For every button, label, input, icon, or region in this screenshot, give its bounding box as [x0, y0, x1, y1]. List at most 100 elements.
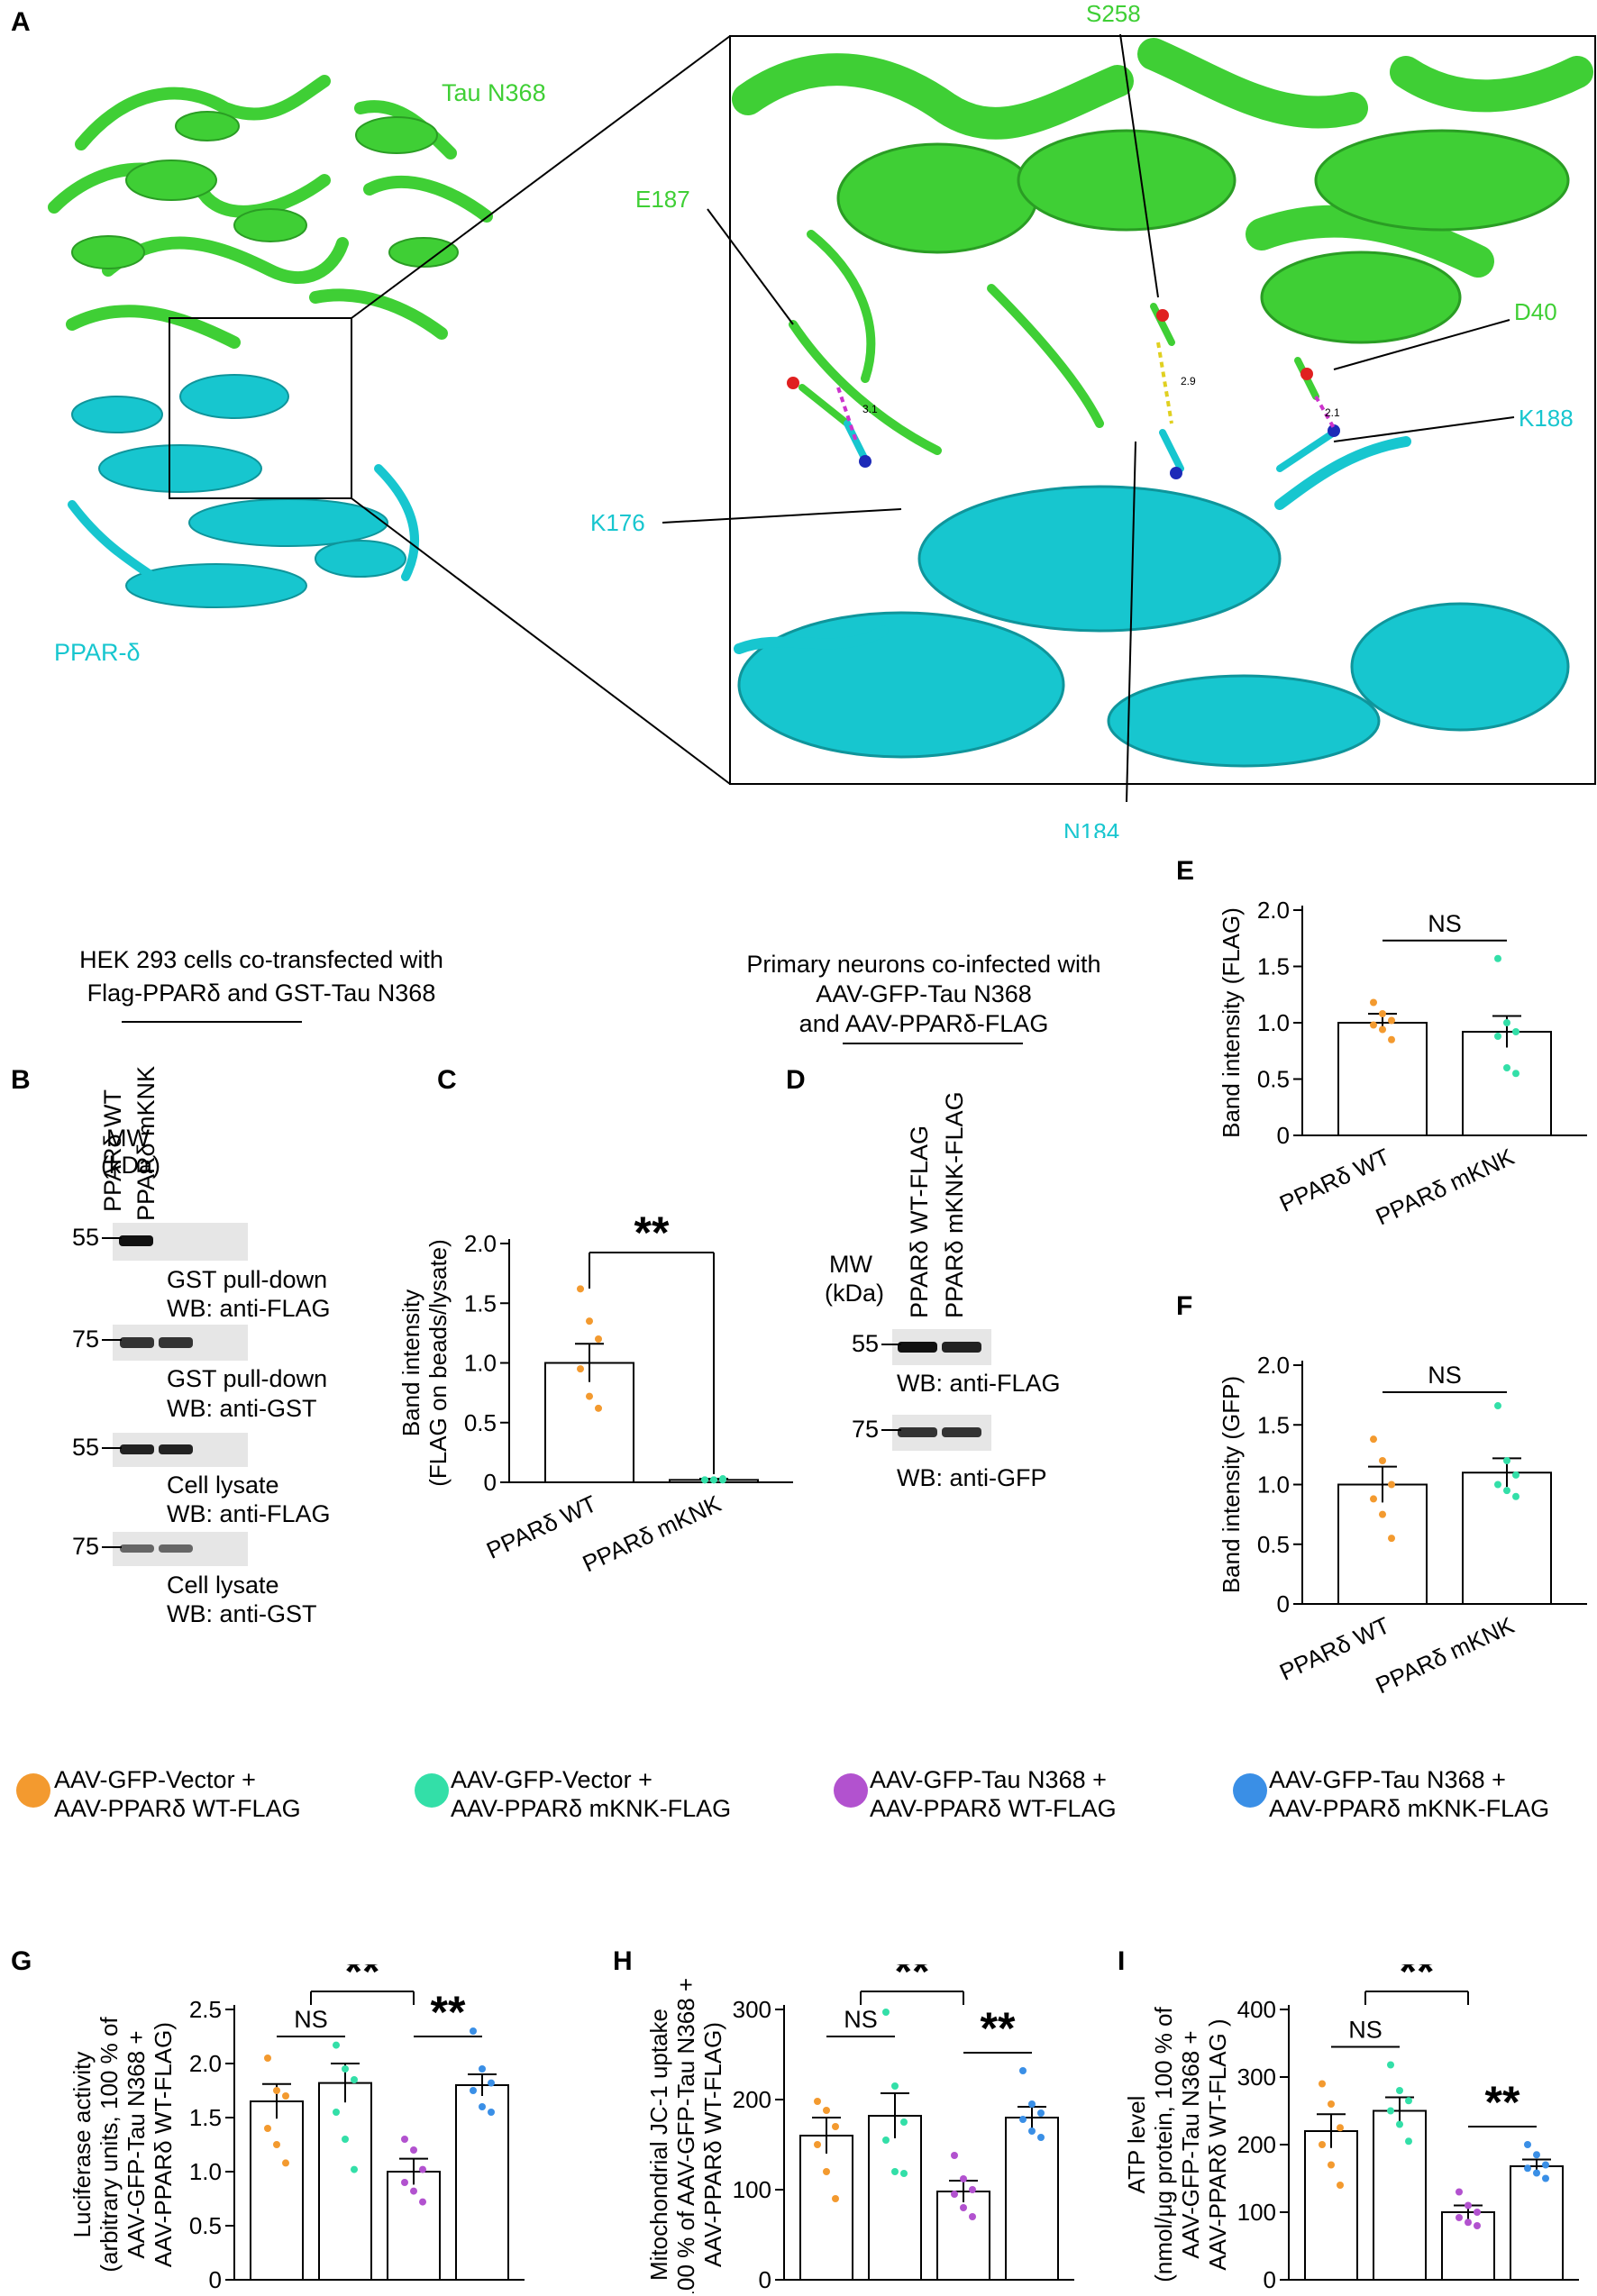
y-axis-label: (arbitrary units, 100 % of	[96, 2017, 123, 2273]
data-point	[1524, 2164, 1531, 2173]
data-point	[1494, 1481, 1501, 1489]
y-tick-label: 1.0	[1257, 1009, 1290, 1036]
panel-b-header-line1: HEK 293 cells co-transfected with	[79, 946, 443, 973]
data-point	[1465, 2219, 1472, 2227]
blot-d1-band-mknk	[942, 1342, 981, 1353]
legend: AAV-GFP-Vector + AAV-PPARδ WT-FLAG AAV-G…	[0, 1766, 1597, 1838]
data-point	[900, 2170, 908, 2177]
structure-figure: 3.1 2.9 2.1 Tau N368 PPAR-δ S258 E187 D4…	[48, 0, 1596, 838]
residue-label-d40: D40	[1514, 298, 1557, 325]
data-point	[342, 2136, 349, 2143]
panel-label-a: A	[11, 7, 31, 37]
y-axis-label: Band intensity (GFP)	[1218, 1376, 1245, 1593]
y-axis-label: AAV-GFP-Tau N368 +	[1177, 2030, 1204, 2258]
data-point	[1524, 2141, 1531, 2148]
y-tick-label: 1.5	[1257, 1411, 1290, 1438]
panel-d-header-line2: AAV-GFP-Tau N368	[816, 980, 1032, 1007]
data-point	[488, 2079, 495, 2087]
y-tick-label: 2.0	[464, 1230, 497, 1257]
sig-label: NS	[844, 2006, 878, 2033]
sig-label: NS	[294, 2006, 328, 2033]
data-point	[882, 2137, 890, 2144]
data-point	[264, 2125, 271, 2132]
y-axis-label: (FLAG on beads/lysate)	[424, 1239, 452, 1487]
data-point	[1028, 2127, 1036, 2135]
blot-b4-caption2: WB: anti-GST	[167, 1600, 317, 1627]
data-point	[351, 2165, 358, 2173]
panel-label-g: G	[11, 1946, 32, 1976]
bar	[1337, 1022, 1428, 1136]
data-point	[1388, 1535, 1395, 1543]
data-point	[1028, 2100, 1036, 2108]
bar	[318, 2082, 372, 2281]
data-point	[1396, 2120, 1403, 2128]
panel-label-c: C	[437, 1065, 457, 1095]
bar	[799, 2135, 853, 2281]
data-point	[1019, 2116, 1027, 2123]
data-point	[1494, 954, 1501, 962]
data-point	[1542, 2161, 1549, 2169]
data-point	[470, 2087, 477, 2094]
data-point	[1494, 1033, 1501, 1040]
y-axis-label: (nmol/μg protein, 100 % of	[1150, 2006, 1177, 2282]
data-point	[1388, 1016, 1395, 1025]
data-point	[1503, 1064, 1510, 1071]
data-point	[1337, 2182, 1344, 2189]
ppar-overview-helices	[71, 374, 406, 608]
legend-label-1b: AAV-PPARδ WT-FLAG	[54, 1795, 301, 1822]
data-point	[1512, 1028, 1519, 1035]
residue-label-n184: N184	[1063, 818, 1119, 838]
legend-swatch-3	[834, 1773, 868, 1808]
tau-overview-helices	[71, 111, 459, 269]
zoom-box	[169, 317, 352, 499]
legend-swatch-4	[1233, 1773, 1267, 1808]
data-point	[273, 2141, 280, 2148]
data-point	[1512, 1492, 1519, 1500]
y-tick-label: 0	[1264, 2266, 1276, 2293]
y-tick-label: 1.5	[1257, 953, 1290, 980]
legend-label-1a: AAV-GFP-Vector +	[54, 1766, 256, 1793]
panel-label-h: H	[613, 1946, 633, 1976]
data-point	[410, 2146, 417, 2154]
data-point	[1494, 1402, 1501, 1410]
data-point	[1456, 2214, 1463, 2221]
data-point	[586, 1317, 593, 1326]
data-point	[419, 2198, 426, 2206]
y-axis-label: AAV-GFP-Tau N368 +	[123, 2030, 150, 2258]
data-point	[282, 2159, 289, 2167]
tau-label: Tau N368	[442, 79, 546, 106]
y-axis-label: Luciferase activity	[68, 2052, 96, 2238]
y-tick-label: 0.5	[189, 2212, 222, 2239]
legend-label-2a: AAV-GFP-Vector +	[451, 1766, 652, 1793]
sig-label: NS	[1428, 910, 1462, 937]
data-point	[1387, 2107, 1394, 2115]
data-point	[1503, 1457, 1510, 1464]
panel-d-lane-1: PPARδ WT-FLAG	[906, 1125, 933, 1318]
data-point	[1396, 2087, 1403, 2094]
x-tick-label: PPARδ mKNK	[579, 1490, 725, 1577]
data-point	[1512, 1471, 1519, 1479]
x-tick-label: PPARδ mKNK	[1372, 1143, 1519, 1230]
data-point	[951, 2152, 958, 2159]
panel-b-mw: MW	[106, 1125, 150, 1152]
data-point	[1319, 2080, 1326, 2088]
data-point	[333, 2041, 340, 2049]
data-point	[1474, 2222, 1481, 2229]
data-point	[1379, 1025, 1386, 1034]
blot-d2-caption: WB: anti-GFP	[897, 1464, 1047, 1491]
sig-label: **	[345, 1964, 380, 1997]
data-point	[1319, 2141, 1326, 2148]
legend-label-2b: AAV-PPARδ mKNK-FLAG	[451, 1795, 732, 1822]
panel-b-underline	[122, 1021, 302, 1023]
data-point	[1405, 2097, 1412, 2105]
blot-b2-band-wt	[120, 1337, 154, 1348]
data-point	[1379, 1010, 1386, 1017]
data-point	[1370, 998, 1377, 1007]
blot-b3-band-mknk	[159, 1444, 193, 1454]
data-point	[1388, 1035, 1395, 1043]
blot-b1-caption1: GST pull-down	[167, 1266, 328, 1293]
data-point	[1379, 1457, 1386, 1464]
y-tick-label: 100	[733, 2176, 771, 2203]
